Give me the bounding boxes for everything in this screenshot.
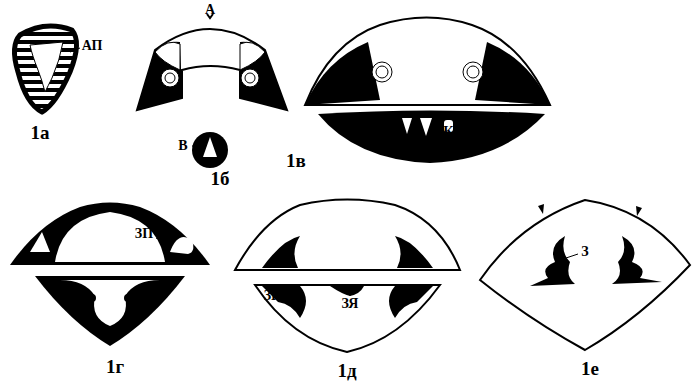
- part-label: ЗП: [133, 226, 155, 242]
- panel-label: 1б: [209, 168, 232, 189]
- part-label: ЗПЛ: [262, 288, 295, 304]
- panel-label: 1а: [29, 122, 52, 143]
- part-label: А: [203, 2, 217, 18]
- part-label: КРП: [441, 124, 475, 140]
- part-label: З: [579, 244, 590, 260]
- panel-label: 1д: [335, 360, 358, 381]
- part-label: В: [176, 138, 189, 154]
- part-label: ЗЯ: [340, 296, 361, 312]
- section-1g: [10, 203, 210, 347]
- panel-label: 1в: [284, 150, 308, 171]
- part-label: АП: [80, 38, 105, 54]
- panel-label: 1г: [104, 356, 126, 377]
- section-1v: [305, 18, 550, 164]
- section-1e: [480, 200, 690, 350]
- panel-label: 1е: [579, 358, 601, 379]
- section-1b: [137, 14, 287, 168]
- section-1a: [14, 26, 80, 112]
- section-1d: [235, 200, 460, 353]
